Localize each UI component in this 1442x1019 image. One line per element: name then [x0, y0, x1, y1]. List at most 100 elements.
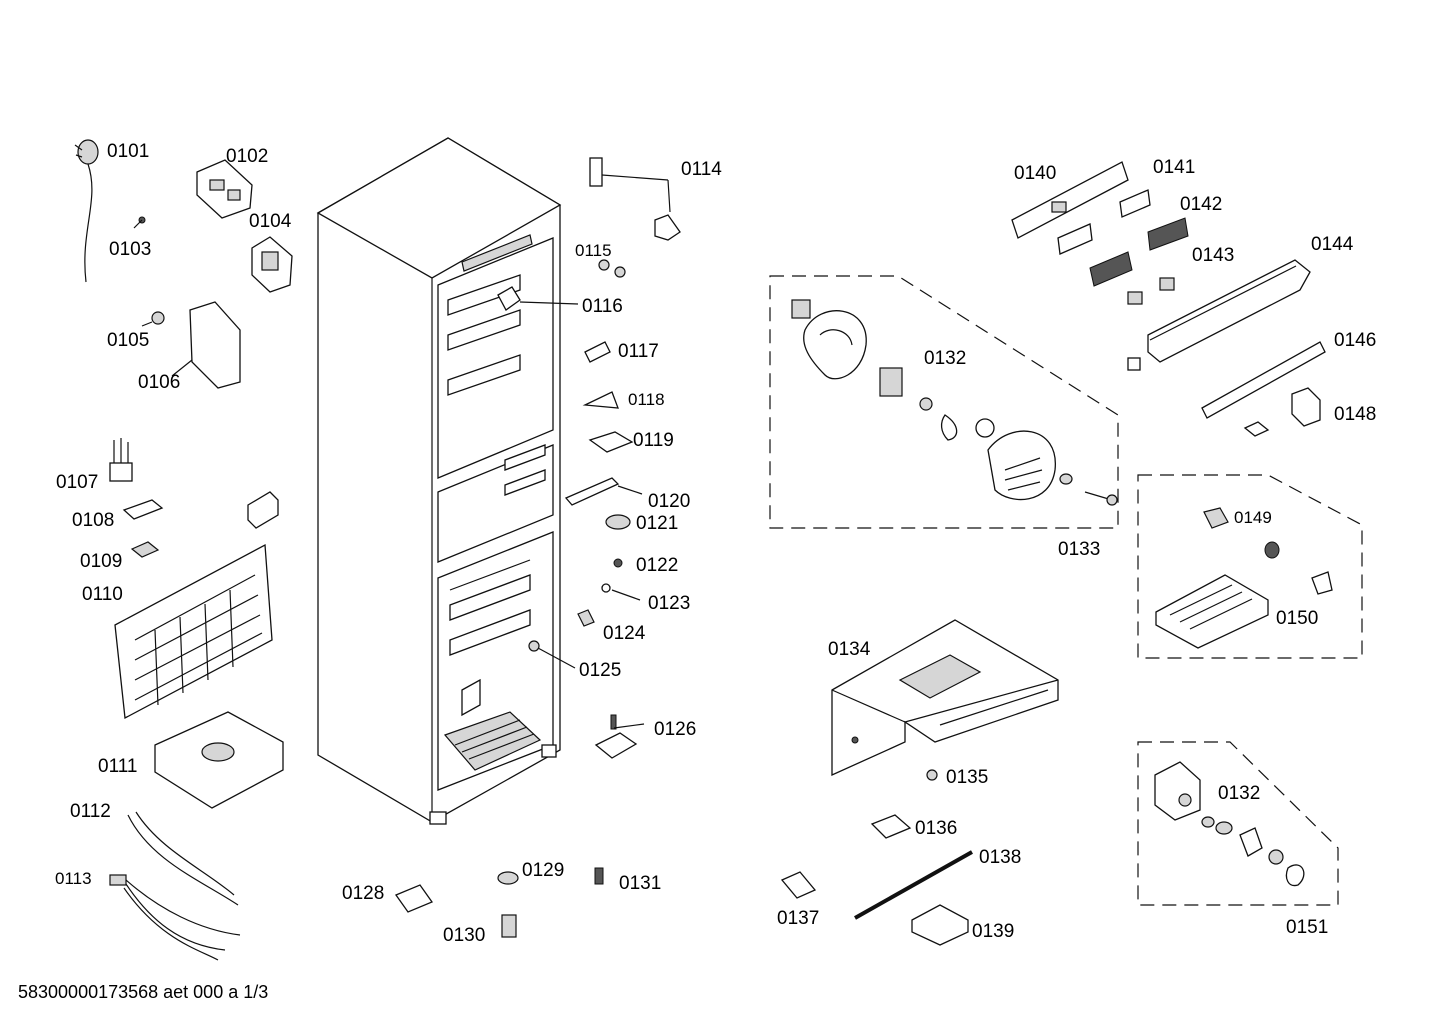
label-0105: 0105 — [107, 330, 150, 351]
part-0118-wedge — [582, 391, 619, 409]
part-0123-ring — [601, 583, 641, 601]
label-0120: 0120 — [648, 491, 691, 512]
part-0101-power-cord — [74, 139, 99, 283]
label-0148: 0148 — [1334, 404, 1377, 425]
label-0112: 0112 — [70, 801, 111, 822]
part-0120-rail — [564, 477, 643, 506]
label-0114: 0114 — [681, 159, 722, 180]
label-0141: 0141 — [1153, 157, 1196, 178]
part-0106-cover — [171, 301, 241, 389]
label-0126: 0126 — [654, 719, 697, 740]
label-0131: 0131 — [619, 873, 662, 894]
part-0115-screws — [598, 259, 626, 278]
part-0111-drip-tray — [154, 711, 284, 809]
part-0117-insert — [584, 341, 611, 363]
label-0121: 0121 — [636, 513, 679, 534]
label-0134: 0134 — [828, 639, 871, 660]
group-0150-outline — [1137, 474, 1363, 659]
part-0121-washer — [605, 514, 631, 530]
label-0130: 0130 — [443, 925, 486, 946]
part-0109-clip — [130, 541, 160, 558]
label-0146: 0146 — [1334, 330, 1377, 351]
label-0110: 0110 — [82, 584, 123, 605]
label-0106: 0106 — [138, 372, 181, 393]
label-0124: 0124 — [603, 623, 646, 644]
part-0139-pad — [911, 904, 969, 946]
part-0133-fan-assembly — [791, 299, 1118, 506]
group-0133-outline — [769, 275, 1119, 529]
part-0146-strip — [1201, 341, 1326, 419]
label-0111: 0111 — [98, 756, 138, 777]
label-0128: 0128 — [342, 883, 385, 904]
label-0116: 0116 — [582, 296, 623, 317]
drawing-reference: 58300000173568 aet 000 a 1/3 — [18, 982, 269, 1002]
label-0107: 0107 — [56, 472, 99, 493]
part-0107-terminal — [109, 438, 133, 482]
part-0119-cover — [588, 431, 634, 453]
part-0128-hinge — [395, 884, 433, 913]
label-0113: 0113 — [55, 869, 92, 888]
part-0110-condenser — [114, 491, 279, 720]
part-0148-sensor — [1243, 387, 1321, 437]
part-0130-foot — [501, 914, 517, 938]
label-0151: 0151 — [1286, 917, 1329, 938]
part-0134-evaporator-cover — [831, 619, 1059, 777]
label-0129: 0129 — [522, 860, 565, 881]
part-0138-rod — [854, 850, 973, 920]
label-0140: 0140 — [1014, 163, 1057, 184]
label-0102: 0102 — [226, 146, 269, 167]
label-0122: 0122 — [636, 555, 679, 576]
label-0144: 0144 — [1311, 234, 1354, 255]
part-0141-frame — [1057, 189, 1151, 255]
part-0142-display — [1089, 217, 1189, 287]
part-0126-hinge-lower — [594, 714, 645, 759]
part-0140-pcb — [1011, 161, 1129, 239]
part-0104-relay — [251, 236, 293, 293]
label-0137: 0137 — [777, 908, 820, 929]
label-0138: 0138 — [979, 847, 1022, 868]
label-0109: 0109 — [80, 551, 123, 572]
label-0132-thermostat: 0132 — [1218, 783, 1261, 804]
part-0105-screw — [141, 311, 165, 327]
label-0117: 0117 — [618, 341, 659, 362]
part-0137-clip — [780, 871, 817, 899]
part-0150-lamp-cover — [1155, 574, 1269, 649]
part-0149-bulb — [1203, 507, 1333, 595]
label-0108: 0108 — [72, 510, 115, 531]
label-0101: 0101 — [107, 141, 150, 162]
part-0122-screw — [613, 558, 623, 568]
label-0119: 0119 — [633, 430, 674, 451]
label-0132-fan: 0132 — [924, 348, 967, 369]
label-0150: 0150 — [1276, 608, 1319, 629]
fridge-cabinet — [316, 137, 562, 825]
part-0131-screw — [594, 867, 604, 885]
part-0125-stopper — [528, 640, 576, 669]
label-0142: 0142 — [1180, 194, 1223, 215]
part-0112-cable — [127, 811, 239, 906]
part-0129-washer — [497, 871, 519, 885]
label-0135: 0135 — [946, 767, 989, 788]
part-0102-bracket — [196, 159, 253, 219]
part-0108-clip — [122, 499, 164, 520]
label-0118: 0118 — [628, 390, 665, 409]
part-0124-clip — [577, 609, 595, 627]
label-0133: 0133 — [1058, 539, 1101, 560]
part-0116-bracket — [497, 286, 579, 311]
label-0139: 0139 — [972, 921, 1015, 942]
label-0149: 0149 — [1234, 508, 1272, 527]
part-0135-screw — [926, 769, 938, 781]
part-0136-block — [870, 814, 912, 839]
label-0136: 0136 — [915, 818, 958, 839]
label-0104: 0104 — [249, 211, 292, 232]
group-0151-outline — [1137, 741, 1339, 906]
part-0113-cable — [109, 874, 241, 961]
part-0144-control-cover — [1127, 259, 1311, 371]
part-0114-hinge — [589, 157, 681, 241]
label-0143: 0143 — [1192, 245, 1235, 266]
label-0125: 0125 — [579, 660, 622, 681]
part-0103-screw — [133, 216, 146, 229]
label-0123: 0123 — [648, 593, 691, 614]
label-0103: 0103 — [109, 239, 152, 260]
